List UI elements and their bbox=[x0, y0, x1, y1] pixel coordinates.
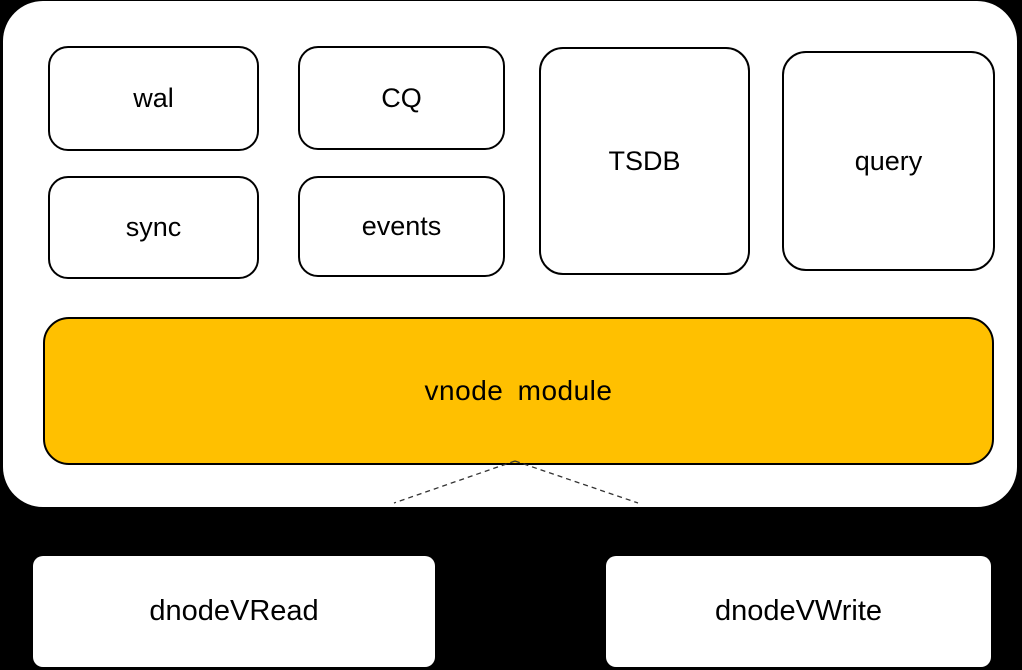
vnode-module-label: vnode module bbox=[424, 375, 613, 406]
queue-box-dnode-vread: dnodeVRead bbox=[33, 556, 435, 667]
module-label-cq: CQ bbox=[381, 82, 422, 113]
module-label-events: events bbox=[361, 211, 442, 241]
module-label-tsdb: TSDB bbox=[608, 145, 681, 176]
module-label-query: query bbox=[854, 145, 923, 176]
module-box-cq: CQ bbox=[298, 46, 505, 150]
module-box-tsdb: TSDB bbox=[539, 47, 750, 275]
module-box-events: events bbox=[298, 176, 505, 277]
module-box-query: query bbox=[782, 51, 995, 271]
queue-box-dnode-vwrite: dnodeVWrite bbox=[606, 556, 991, 667]
module-label-wal: wal bbox=[133, 83, 174, 113]
queue-label-dnode-vwrite: dnodeVWrite bbox=[714, 595, 883, 627]
vnode-module-bar: vnode module bbox=[43, 317, 994, 465]
module-label-sync: sync bbox=[125, 212, 182, 242]
module-box-wal: wal bbox=[48, 46, 259, 151]
vnode-container: wal CQ sync events TSDB query vnode modu… bbox=[3, 1, 1017, 507]
module-box-sync: sync bbox=[48, 176, 259, 279]
queue-label-dnode-vread: dnodeVRead bbox=[149, 595, 319, 627]
